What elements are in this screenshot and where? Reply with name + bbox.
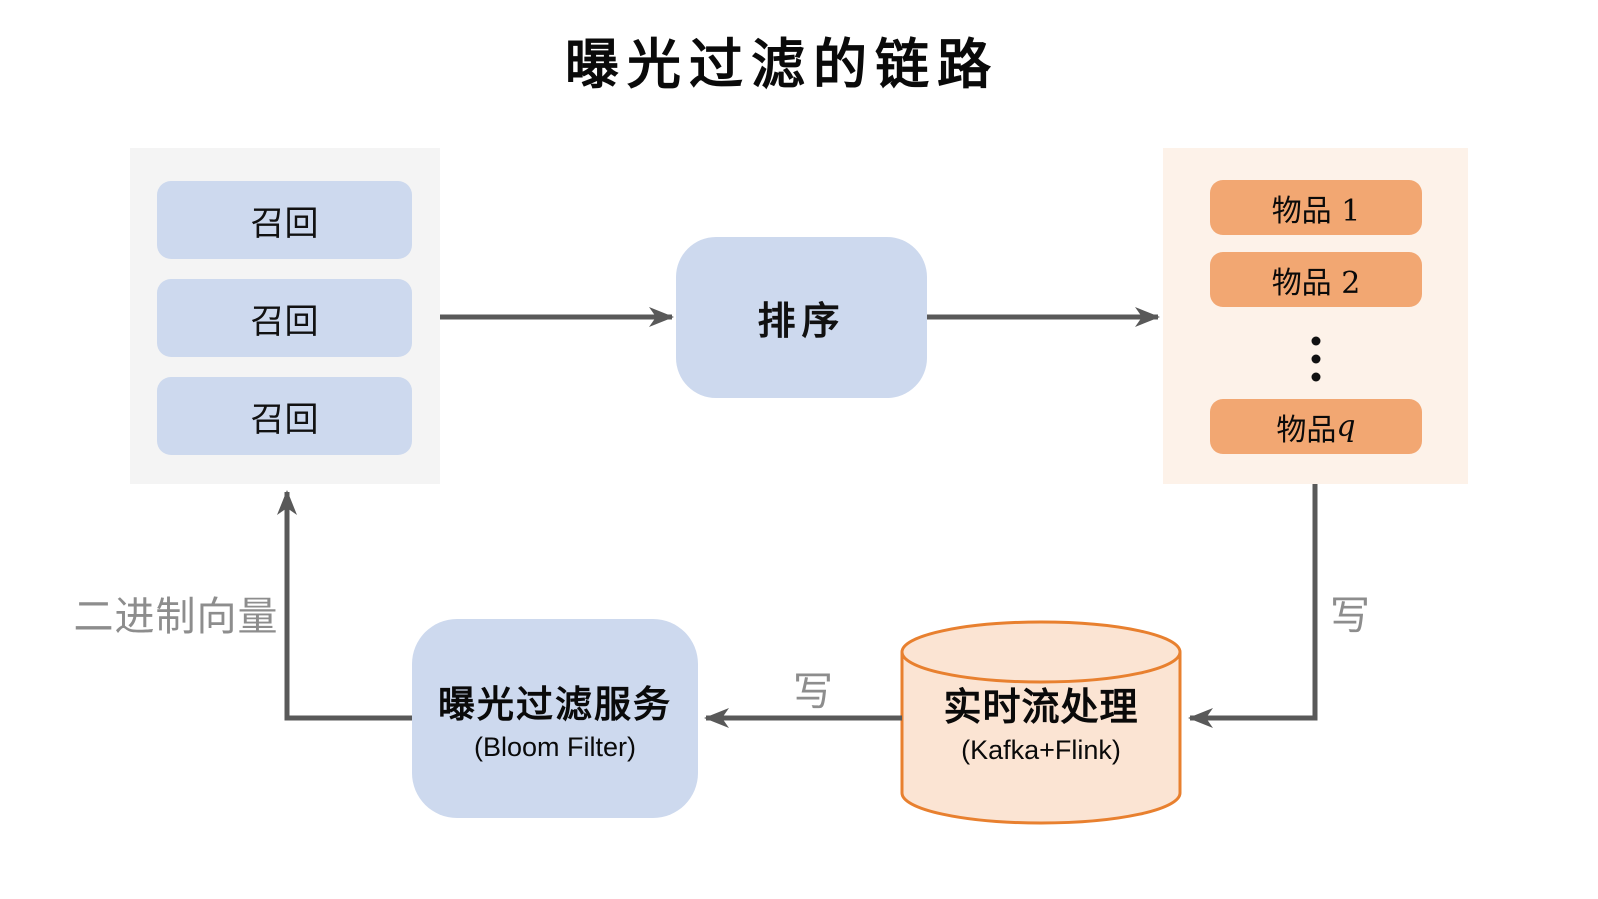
filter-service-box: 曝光过滤服务 (Bloom Filter) bbox=[412, 619, 698, 818]
stream-db-sublabel: (Kafka+Flink) bbox=[961, 735, 1121, 765]
item-box: 物品 1 bbox=[1210, 180, 1422, 235]
edge-filter-to-recall bbox=[277, 490, 412, 721]
write-label-stream-to-filter: 写 bbox=[793, 669, 833, 715]
recall-box: 召回 bbox=[157, 181, 412, 259]
diagram-title: 曝光过滤的链路 bbox=[565, 33, 999, 96]
item-box: 物品 2 bbox=[1210, 252, 1422, 307]
filter-service-label: 曝光过滤服务 bbox=[438, 683, 672, 726]
filter-service-sublabel: (Bloom Filter) bbox=[473, 732, 636, 762]
item-box-label: 物品 2 bbox=[1271, 265, 1361, 301]
recall-box-label: 召回 bbox=[250, 203, 319, 244]
item-box-variable: q bbox=[1336, 409, 1356, 444]
item-box-label: 物品 bbox=[1276, 412, 1337, 448]
recall-box-label: 召回 bbox=[250, 301, 319, 342]
binary-vector-label: 二进制向量 bbox=[73, 594, 279, 640]
recall-box: 召回 bbox=[157, 279, 412, 357]
recall-box: 召回 bbox=[157, 377, 412, 455]
edge-items-to-stream bbox=[1188, 484, 1318, 728]
write-label-items-to-stream: 写 bbox=[1330, 593, 1370, 639]
stream-db-label-group: 实时流处理 (Kafka+Flink) bbox=[902, 676, 1180, 766]
stream-db-label: 实时流处理 bbox=[943, 685, 1139, 729]
recall-panel: 召回 召回 召回 bbox=[130, 148, 440, 484]
recall-box-label: 召回 bbox=[250, 399, 319, 440]
rank-box: 排序 bbox=[676, 237, 927, 398]
item-box: 物品 q bbox=[1210, 399, 1422, 454]
items-panel: 物品 1 物品 2 物品 q bbox=[1163, 148, 1468, 484]
item-box-label: 物品 1 bbox=[1271, 193, 1361, 229]
rank-box-label: 排序 bbox=[757, 299, 846, 343]
